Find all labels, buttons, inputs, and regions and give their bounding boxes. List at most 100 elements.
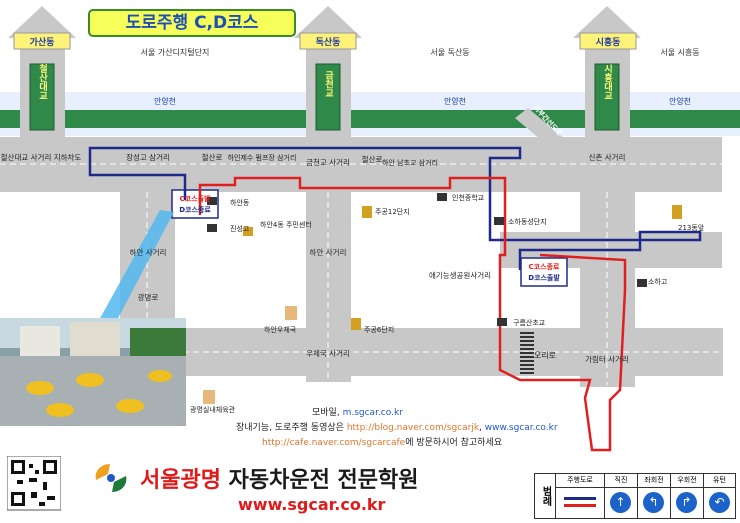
crosswalk: [520, 330, 534, 374]
label-hanan-sagori: 하안 사거리: [130, 247, 167, 257]
label-213: 213동앞: [678, 224, 705, 232]
legend-col-straight: 직진 ↑: [605, 474, 638, 518]
label-geumcheon-sagori: 금천교 사거리: [306, 157, 350, 167]
arrow-gasan: [8, 6, 76, 38]
label-hanil: 하인제수 펌프장 삼거리: [228, 153, 297, 162]
legend-uturn-label: 유턴: [704, 474, 735, 488]
bldg-gwangmyeong-sports: [203, 390, 215, 404]
label-river-1: 안양천: [154, 96, 176, 106]
qr-graphic: [7, 456, 61, 511]
label-c-course-start: C코스출발: [180, 194, 211, 203]
info-video-text: 장내기능, 도로주행 동영상은: [236, 423, 347, 433]
info-www-link[interactable]: www.sgcar.co.kr: [484, 423, 558, 433]
legend-col-right: 우회전 ↱: [671, 474, 704, 518]
route-c-course: [198, 176, 627, 452]
label-hanan-sagori2: 하안 사거리: [310, 247, 347, 257]
label-geumcheon-bridge: 금천교: [323, 70, 333, 97]
label-aegyongdeul: 애기능생공원사거리: [429, 270, 491, 280]
label-box-siheung: [579, 32, 637, 50]
label-jinsunggo: 진성고: [230, 224, 250, 233]
legend-right-label: 우회전: [671, 474, 703, 488]
info-video: 장내기능, 도로주행 동영상은 http://blog.naver.com/sg…: [236, 420, 558, 433]
course-photo: [0, 318, 186, 426]
info-cafe: http://cafe.naver.com/sgcarcafe에 방문하시어 참…: [262, 435, 502, 448]
school-name-black: 자동차운전 전문학원: [220, 468, 419, 493]
label-gasan-dong: 가산동: [30, 36, 55, 48]
label-siheung-bridge: 시흥대교: [602, 64, 612, 100]
legend-col-uturn: 유턴 ↶: [704, 474, 735, 518]
label-seoul-doksan: 서울 독산동: [430, 47, 469, 57]
school-logo-icon: [95, 464, 127, 492]
label-jugong12: 주공12단지: [375, 207, 410, 216]
info-blog-link[interactable]: http://blog.naver.com/sgcarjk: [346, 423, 480, 433]
label-cheolsan-sagori: 철산대교 사거리 지하차도: [1, 152, 82, 162]
bldg-sohago: [637, 279, 647, 287]
turn-right-icon: ↱: [676, 492, 697, 513]
label-box-gasan: [13, 32, 71, 50]
bldg-incheon: [437, 193, 447, 201]
label-river-2: 안양천: [444, 96, 466, 106]
river-bank-south: [0, 128, 740, 136]
label-hanam: 하안 남초교 삼거리: [382, 158, 438, 167]
label-seoul-siheung: 서울 시흥동: [660, 47, 699, 57]
label-ori-ro: 오리로: [534, 351, 556, 360]
bldg-jugong12: [362, 206, 372, 218]
legend-title: 범례: [535, 474, 556, 518]
label-gwangmyeong-ro: 광명로: [138, 292, 159, 302]
info-cafe-link[interactable]: http://cafe.naver.com/sgcarcafe: [262, 438, 406, 448]
course-box-d-start: [520, 257, 568, 287]
label-d-course-start: D코스출발: [528, 273, 560, 282]
info-comma: ,: [479, 423, 485, 433]
label-hanan-ujeon: 하안우체국: [264, 325, 297, 334]
u-turn-icon: ↶: [709, 492, 730, 513]
qr-code[interactable]: [7, 456, 61, 516]
bldg-guram: [497, 318, 507, 326]
arrow-siheung: [573, 6, 641, 38]
school-name-red: 서울광명: [140, 468, 221, 493]
legend-straight-label: 직진: [605, 474, 637, 488]
bldg-jugong6: [351, 318, 361, 330]
arrow-up-icon: ↑: [610, 492, 631, 513]
river-anyangcheon: [0, 110, 740, 128]
legend-route-red: [564, 504, 596, 507]
sign-geumcheon: [315, 63, 341, 131]
bldg-haan: [207, 197, 217, 205]
turn-left-icon: ↰: [643, 492, 664, 513]
bldg-jinsung: [207, 224, 217, 232]
label-seoul-gasan: 서울 가산디지털단지: [141, 47, 210, 57]
label-d-course-end: D코스종료: [179, 206, 211, 214]
photo-beam: [98, 210, 174, 322]
school-name: 서울광명 자동차운전 전문학원: [140, 462, 418, 494]
label-sinchon: 신촌 사거리: [589, 153, 626, 162]
school-url[interactable]: www.sgcar.co.kr: [238, 495, 386, 514]
label-cheolsan-bridge: 철산대교: [37, 63, 47, 100]
sign-siheung: [594, 63, 620, 131]
road-seobu: [515, 108, 578, 160]
label-guram: 구름산초교: [513, 318, 546, 327]
label-doksan-dong: 독산동: [316, 36, 341, 48]
bldg-soha: [494, 217, 504, 225]
label-ujeonguk: 우체국 사거리: [306, 348, 350, 358]
legend-route-blue: [564, 497, 596, 500]
label-sohago: 소하고: [648, 277, 668, 286]
legend-route-label: 주행도로: [556, 474, 604, 488]
label-c-course-end: C코스종료: [529, 263, 560, 271]
label-box-doksan: [299, 32, 357, 50]
info-mobile: 모바일, m.sgcar.co.kr: [312, 405, 403, 418]
legend-col-left: 좌회전 ↰: [638, 474, 671, 518]
label-river-3: 안양천: [669, 96, 691, 106]
info-mobile-link[interactable]: m.sgcar.co.kr: [342, 408, 403, 418]
label-cheolsan-ro: 철산로: [202, 152, 223, 162]
label-siheung-dong: 시흥동: [596, 36, 621, 48]
label-jugong6: 주공6단지: [364, 325, 394, 334]
label-haanwon: 하안동: [230, 198, 250, 207]
label-gaeul: 가림터 사거리: [585, 355, 629, 364]
label-incheongo: 인천중학교: [452, 193, 485, 202]
photo-graphic: [0, 318, 186, 426]
bldg-213: [672, 205, 682, 219]
label-jangseong: 장성고 삼거리: [126, 152, 170, 162]
label-cheolsan-ro2: 철산로: [362, 154, 383, 164]
route-d-course: [88, 146, 702, 270]
label-gwangmyeong-sports: 광명실내체육관: [190, 405, 236, 414]
